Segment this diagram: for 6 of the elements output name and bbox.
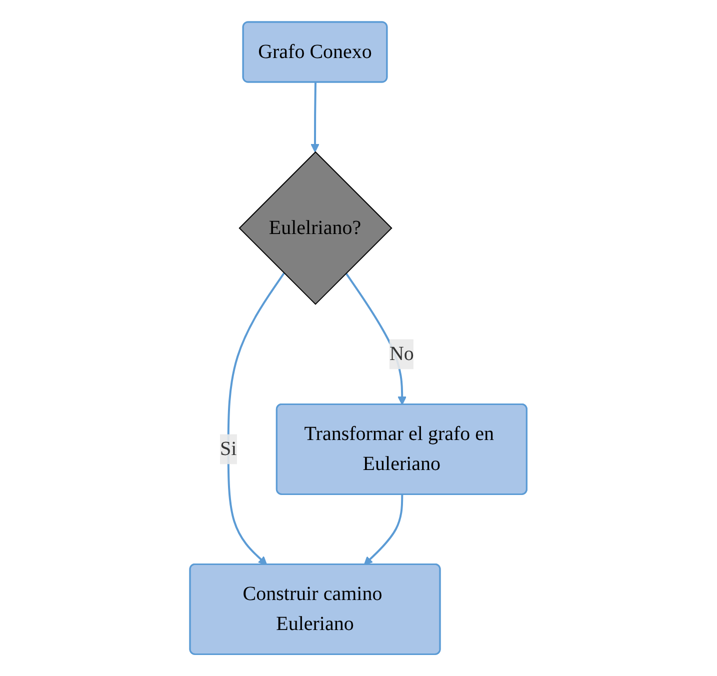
arrow: [310, 82, 320, 152]
edge-label: No: [390, 343, 414, 366]
arrow: [364, 494, 404, 565]
node-diamond: Eulelriano?: [238, 151, 392, 305]
arrow: [227, 272, 285, 565]
edge-label: Si: [220, 438, 237, 460]
